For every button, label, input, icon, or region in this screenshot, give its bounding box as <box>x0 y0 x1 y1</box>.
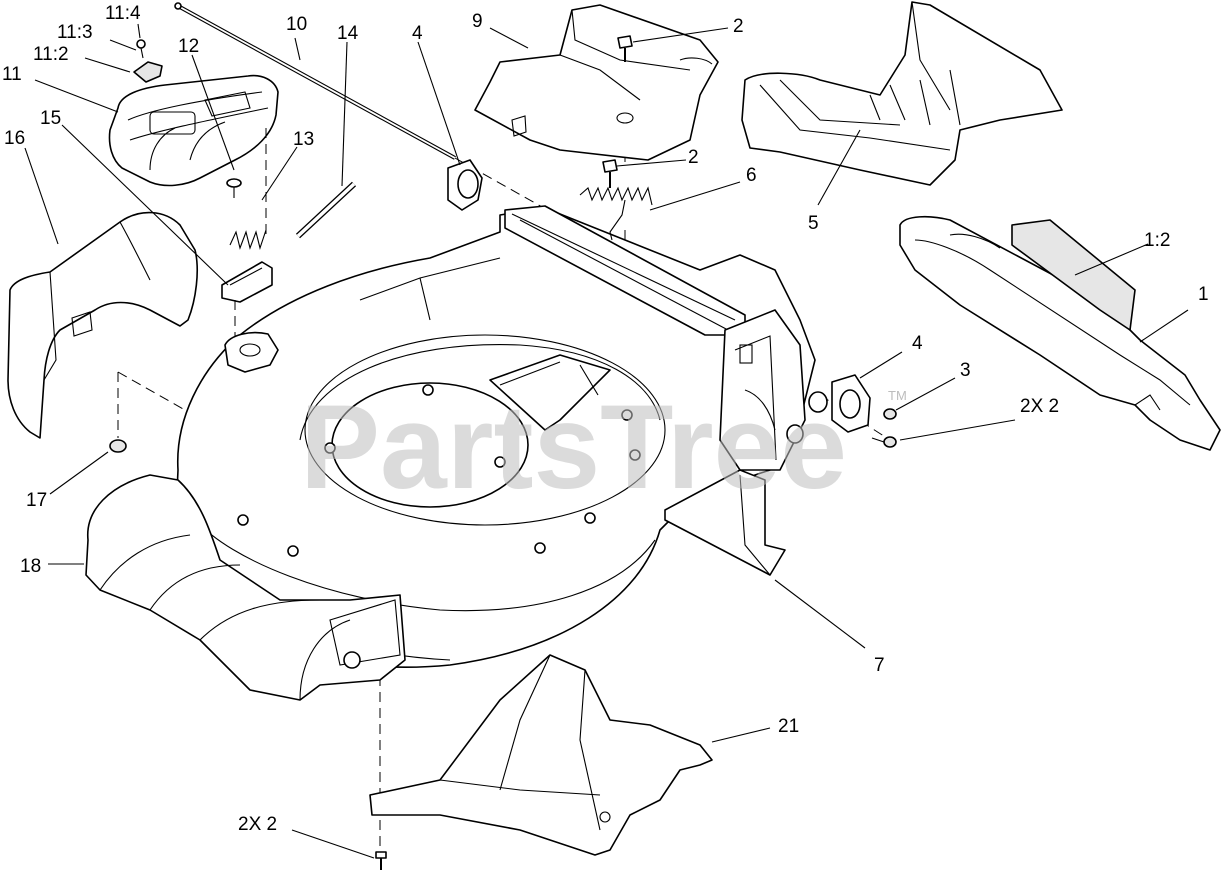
front-shield-part-18 <box>85 474 406 701</box>
callout-2-top: 2 <box>733 16 744 37</box>
chute-part-21 <box>369 654 713 856</box>
rear-door-part-11 <box>108 74 279 187</box>
bolt-part-2-bottom <box>375 851 387 870</box>
handle-part-1 <box>899 215 1221 451</box>
knob-part-12 <box>226 178 242 198</box>
rear-rail <box>504 205 746 336</box>
screw-part-11-3 <box>136 39 146 59</box>
callout-21: 21 <box>778 716 799 737</box>
callout-11-3: 11:3 <box>57 22 93 43</box>
spring-part-13 <box>229 229 267 250</box>
side-cover-part-16 <box>7 211 198 439</box>
callout-10: 10 <box>286 14 307 35</box>
callout-labels: 11:4 11:3 11:2 11 12 10 14 4 9 2 16 15 1… <box>2 3 1209 835</box>
bracket-part-15 <box>221 261 273 303</box>
bushing-part-4-right <box>831 374 871 433</box>
callout-11-4: 11:4 <box>105 3 141 24</box>
nut-part-17 <box>109 439 127 453</box>
bushing-part-4-top <box>447 159 483 211</box>
callout-2x2-bottom: 2X 2 <box>238 814 277 835</box>
callout-5: 5 <box>808 213 819 234</box>
leader-lines <box>24 23 1189 859</box>
callout-4-right: 4 <box>912 333 923 354</box>
plate-part-9 <box>474 4 719 161</box>
rear-side-plate <box>719 309 806 471</box>
callout-13: 13 <box>293 129 314 150</box>
screw-part-2-top <box>617 35 633 62</box>
callout-7: 7 <box>874 655 885 676</box>
plate-part-7 <box>664 469 786 576</box>
callout-1-2: 1:2 <box>1144 230 1170 251</box>
callout-2x2-right: 2X 2 <box>1020 396 1059 417</box>
latch-part-11-2 <box>133 61 163 83</box>
screw-part-2-mid <box>602 159 618 188</box>
callout-11: 11 <box>2 64 22 85</box>
callout-1: 1 <box>1198 284 1209 305</box>
callout-4-top: 4 <box>412 23 423 44</box>
spring-part-6 <box>579 186 653 241</box>
grass-bag-part-5 <box>741 1 1063 186</box>
callout-16: 16 <box>4 128 25 149</box>
washer-part-3 <box>883 408 897 420</box>
callout-11-2: 11:2 <box>33 44 69 65</box>
callout-15: 15 <box>40 108 61 129</box>
callout-14: 14 <box>337 23 359 44</box>
watermark: PartsTree <box>300 380 847 514</box>
callout-9: 9 <box>472 11 483 32</box>
bolt-part-2-right <box>871 436 897 448</box>
watermark-trademark: TM <box>888 388 907 403</box>
callout-6: 6 <box>746 165 757 186</box>
callout-12: 12 <box>178 36 199 57</box>
callout-3: 3 <box>960 360 971 381</box>
callout-18: 18 <box>20 556 41 577</box>
callout-2-mid: 2 <box>688 147 699 168</box>
callout-17: 17 <box>26 490 47 511</box>
pin-part-14 <box>295 181 357 239</box>
label-part-1-2 <box>1011 219 1136 331</box>
